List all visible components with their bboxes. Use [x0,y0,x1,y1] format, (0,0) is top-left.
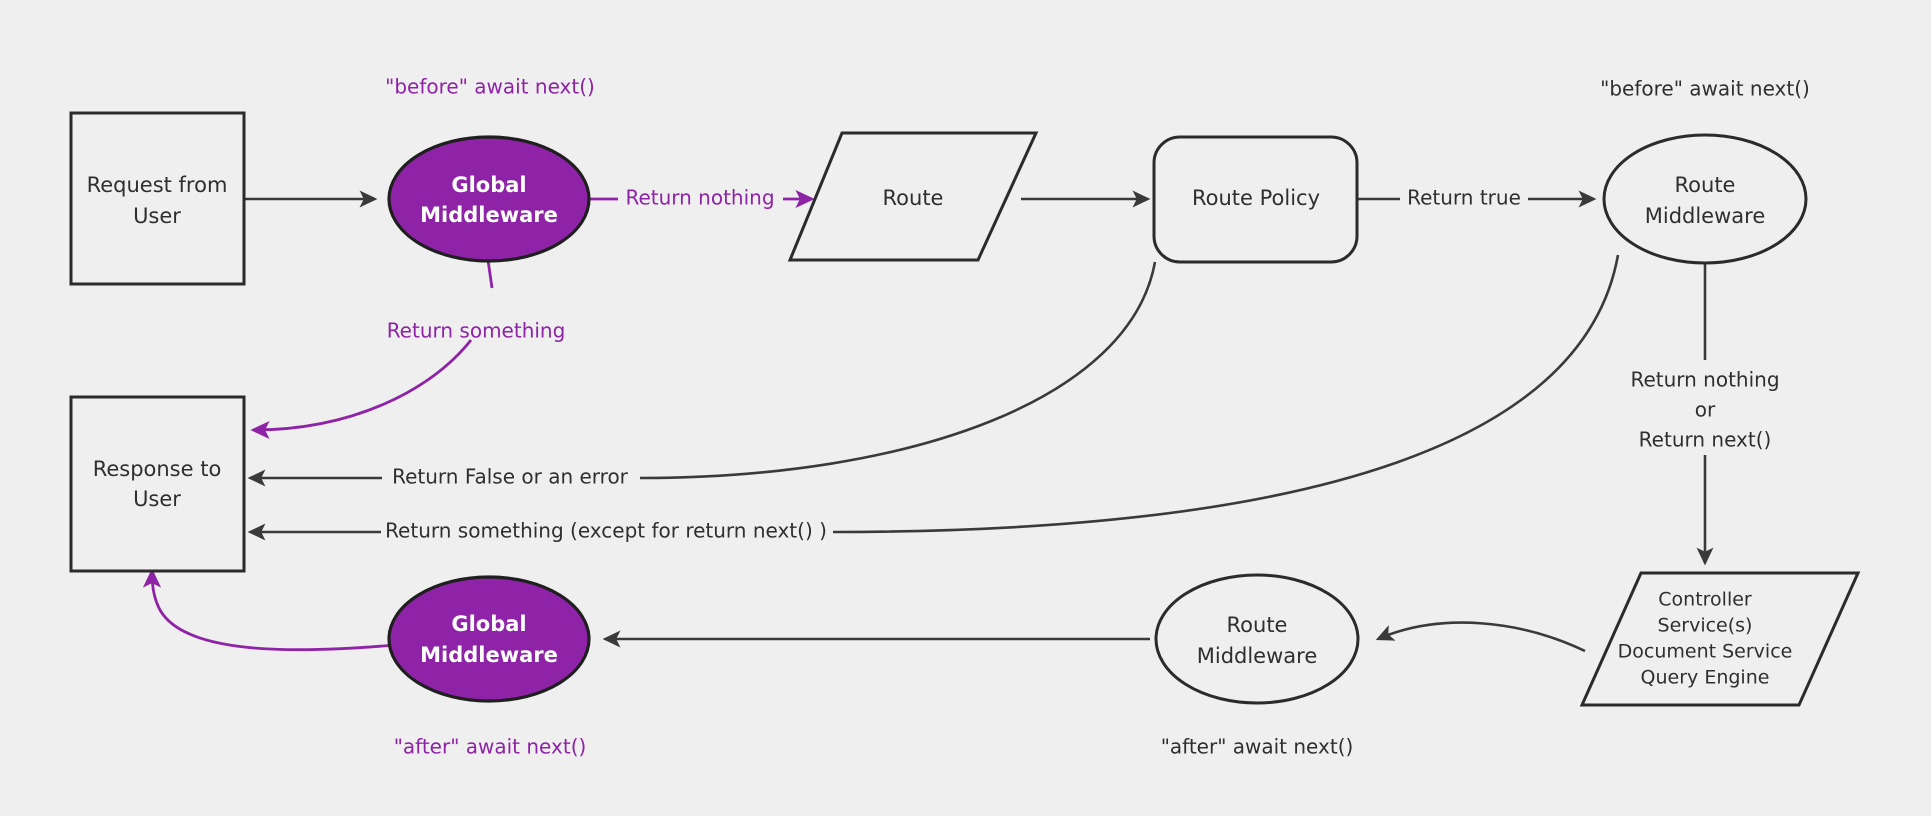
node-route[interactable]: Route [787,131,1039,262]
annotation-after-await-next-global: "after" await next() [394,735,587,759]
edge-global-mw-to-label-return-something [486,259,494,289]
node-request-label-line2: User [133,204,181,228]
node-route-middleware-bottom[interactable]: Route Middleware [1154,573,1360,705]
node-route-policy-label: Route Policy [1192,186,1320,210]
node-controller-label-line3: Document Service [1618,641,1793,663]
node-global-middleware-top[interactable]: Global Middleware [387,135,591,263]
node-controller-label-line4: Query Engine [1641,667,1770,689]
node-global-middleware-bottom-label-line1: Global [451,612,526,636]
node-global-middleware-top-label-line2: Middleware [420,203,558,227]
node-global-middleware-bottom-label-line2: Middleware [420,643,558,667]
node-request-from-user[interactable]: Request from User [69,111,246,286]
node-global-middleware-bottom[interactable]: Global Middleware [387,575,591,703]
edge-label-return-nothing: Return nothing [625,186,774,210]
edge-controller-to-route-middleware-bottom [1375,621,1586,653]
edge-label-return-false-or-error: Return False or an error [392,465,629,489]
annotation-before-await-next-global: "before" await next() [385,75,595,99]
edge-label-return-true: Return true [1407,186,1521,210]
edge-label-route-mw-branch-line2: or [1695,398,1716,422]
node-route-label: Route [883,186,944,210]
edge-label-route-mw-branch-line1: Return nothing [1630,368,1779,392]
node-response-label-line1: Response to [93,457,222,481]
node-global-middleware-top-label-line1: Global [451,173,526,197]
node-request-label-line1: Request from [87,173,228,197]
edge-label-route-mw-branch-line3: Return next() [1639,428,1772,452]
annotation-before-await-next-route: "before" await next() [1600,77,1810,101]
node-controller-label-line2: Service(s) [1658,615,1753,637]
node-controller-services[interactable]: Controller Service(s) Document Service Q… [1579,571,1861,707]
node-controller-label-line1: Controller [1658,589,1752,611]
node-route-middleware-top-label-line1: Route [1675,173,1736,197]
edge-label-return-something-to-response [250,339,473,440]
edge-global-middleware-bottom-to-response [142,568,396,652]
node-response-to-user[interactable]: Response to User [69,395,246,573]
node-route-middleware-top[interactable]: Route Middleware [1602,133,1808,265]
node-response-label-line2: User [133,487,181,511]
node-route-middleware-bottom-label-line2: Middleware [1197,644,1318,668]
annotation-after-await-next-route: "after" await next() [1161,735,1354,759]
edge-route-policy-to-label-return-false [639,261,1157,480]
node-route-middleware-top-label-line2: Middleware [1645,204,1766,228]
edge-label-return-something-except: Return something (except for return next… [385,519,827,543]
edge-route-middleware-to-label-return-something-except [832,254,1620,534]
edge-label-return-something: Return something [387,319,566,343]
node-route-middleware-bottom-label-line1: Route [1227,613,1288,637]
node-route-policy[interactable]: Route Policy [1152,135,1359,264]
